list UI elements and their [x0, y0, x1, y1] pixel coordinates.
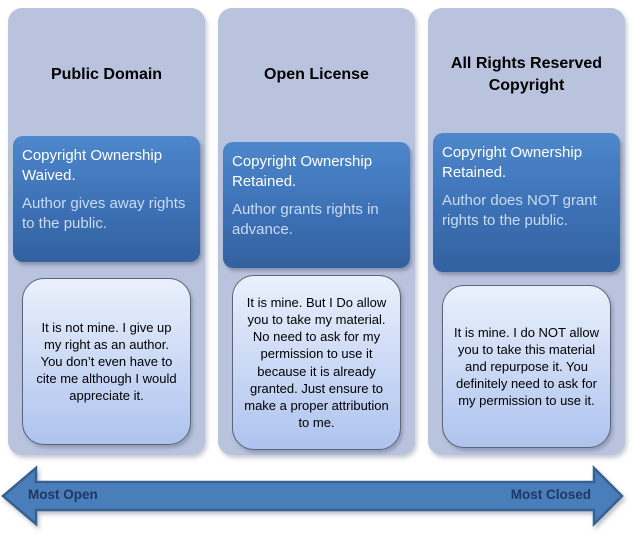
ownership-summary: Copyright Ownership Retained. [232, 153, 373, 190]
ownership-box: Copyright Ownership Waived. Author gives… [13, 136, 200, 262]
quote-callout: It is mine. I do NOT allow you to take t… [442, 285, 611, 448]
axis-label-most-closed: Most Closed [510, 487, 591, 502]
column-public-domain: Public Domain Copyright Ownership Waived… [8, 8, 205, 455]
column-title: Open License [264, 66, 369, 84]
quote-callout: It is mine. But I Do allow you to take m… [232, 275, 401, 450]
ownership-box: Copyright Ownership Retained. Author gra… [223, 142, 410, 268]
ownership-detail: Author grants rights in advance. [232, 201, 379, 238]
ownership-summary: Copyright Ownership Waived. [22, 147, 163, 184]
ownership-detail: Author does NOT grant rights to the publ… [442, 192, 597, 229]
quote-text: It is mine. But I Do allow you to take m… [244, 294, 389, 430]
ownership-summary: Copyright Ownership Retained. [442, 144, 583, 181]
quote-callout: It is not mine. I give up my right as an… [22, 278, 191, 445]
ownership-box: Copyright Ownership Retained. Author doe… [433, 133, 620, 272]
axis-label-most-open: Most Open [28, 487, 98, 502]
ownership-detail: Author gives away rights to the public. [22, 195, 186, 232]
quote-text: It is mine. I do NOT allow you to take t… [454, 324, 599, 409]
column-open-license: Open License Copyright Ownership Retaine… [218, 8, 415, 455]
column-title: Public Domain [50, 66, 163, 84]
quote-text: It is not mine. I give up my right as an… [36, 319, 177, 404]
openness-axis [0, 462, 640, 542]
double-arrow-icon [1, 464, 624, 528]
column-all-rights-reserved: All Rights Reserved Copyright Copyright … [428, 8, 625, 455]
column-title: All Rights Reserved Copyright [450, 55, 603, 94]
